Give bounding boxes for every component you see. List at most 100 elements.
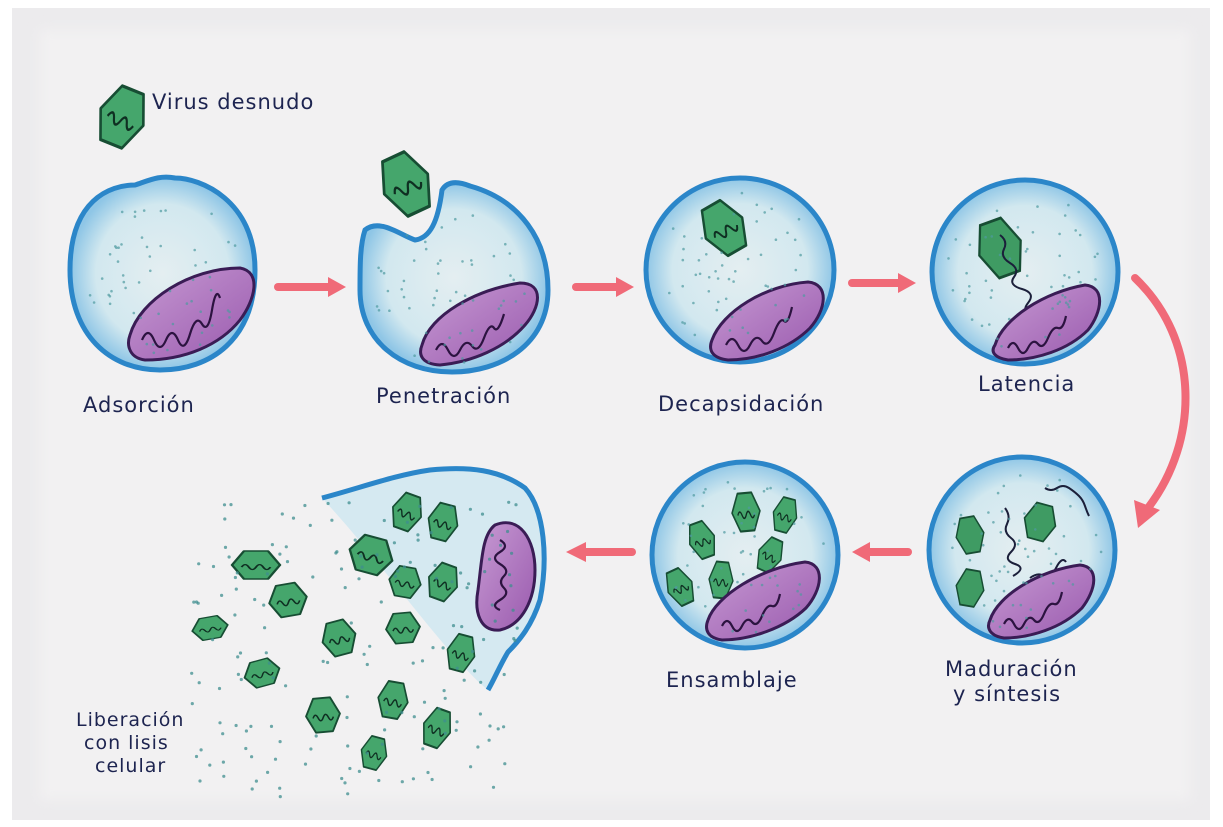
speckle xyxy=(1069,505,1072,508)
speckle xyxy=(766,550,769,553)
speckle xyxy=(1089,568,1092,571)
speckle xyxy=(363,653,366,656)
speckle xyxy=(330,519,333,522)
speckle xyxy=(704,488,707,491)
speckle xyxy=(1052,582,1055,585)
speckle xyxy=(235,588,238,591)
speckle xyxy=(157,313,160,316)
speckle xyxy=(348,767,351,770)
speckle xyxy=(463,361,466,364)
speckle xyxy=(498,307,501,310)
speckle xyxy=(435,577,438,580)
speckle xyxy=(1063,535,1066,538)
stage-label-adsorcion: Adsorción xyxy=(83,393,195,417)
speckle xyxy=(995,580,998,583)
speckle xyxy=(292,517,295,520)
speckle xyxy=(982,544,985,547)
speckle xyxy=(123,281,126,284)
speckle xyxy=(120,243,123,246)
speckle xyxy=(218,687,221,690)
speckle xyxy=(770,565,773,568)
speckle xyxy=(326,661,329,664)
speckle xyxy=(1046,484,1049,487)
speckle xyxy=(996,210,999,213)
speckle xyxy=(413,259,416,262)
speckle xyxy=(387,290,390,293)
speckle xyxy=(502,300,505,303)
speckle xyxy=(740,522,743,525)
speckle xyxy=(803,294,806,297)
speckle xyxy=(985,280,988,283)
speckle xyxy=(403,280,406,283)
speckle xyxy=(750,584,753,587)
speckle xyxy=(354,539,357,542)
speckle xyxy=(728,278,731,281)
speckle xyxy=(714,270,717,273)
speckle xyxy=(998,570,1001,573)
speckle xyxy=(725,298,728,301)
speckle xyxy=(732,280,735,283)
speckle xyxy=(146,343,149,346)
speckle xyxy=(223,503,226,506)
speckle xyxy=(472,214,475,217)
speckle xyxy=(990,575,993,578)
speckle xyxy=(376,305,379,308)
speckle xyxy=(304,763,307,766)
speckle xyxy=(1059,301,1062,304)
speckle xyxy=(502,725,505,728)
speckle xyxy=(443,344,446,347)
speckle xyxy=(466,586,469,589)
speckle xyxy=(953,523,956,526)
speckle xyxy=(672,227,675,230)
speckle xyxy=(717,277,720,280)
released-virus xyxy=(232,551,280,579)
speckle xyxy=(454,218,457,221)
speckle xyxy=(509,274,512,277)
speckle xyxy=(406,521,409,524)
speckle xyxy=(152,343,155,346)
speckle xyxy=(1079,234,1082,237)
speckle xyxy=(434,564,437,567)
speckle xyxy=(793,522,796,525)
speckle xyxy=(720,567,723,570)
speckle xyxy=(346,695,349,698)
speckle xyxy=(469,765,472,768)
speckle xyxy=(1000,345,1003,348)
speckle xyxy=(431,778,434,781)
speckle xyxy=(472,299,475,302)
speckle xyxy=(1018,539,1021,542)
speckle xyxy=(229,503,232,506)
speckle xyxy=(951,547,954,550)
speckle xyxy=(471,650,474,653)
speckle xyxy=(211,638,214,641)
speckle xyxy=(393,541,396,544)
speckle xyxy=(510,552,513,555)
speckle xyxy=(965,272,968,275)
speckle xyxy=(93,301,96,304)
speckle xyxy=(285,545,288,548)
speckle xyxy=(682,248,685,251)
speckle xyxy=(717,301,720,304)
speckle xyxy=(1058,255,1061,258)
speckle xyxy=(1019,474,1022,477)
speckle xyxy=(450,580,453,583)
speckle xyxy=(361,566,364,569)
speckle xyxy=(271,543,274,546)
speckle xyxy=(385,711,388,714)
speckle xyxy=(448,336,451,339)
speckle xyxy=(233,613,236,616)
speckle xyxy=(693,494,696,497)
speckle xyxy=(236,571,239,574)
speckle xyxy=(208,764,211,767)
speckle xyxy=(991,289,994,292)
speckle xyxy=(720,252,723,255)
speckle xyxy=(760,254,763,257)
speckle xyxy=(702,505,705,508)
speckle xyxy=(996,338,999,341)
speckle xyxy=(1036,205,1039,208)
speckle xyxy=(800,593,803,596)
speckle xyxy=(1062,285,1065,288)
speckle xyxy=(513,639,516,642)
speckle xyxy=(417,539,420,542)
speckle xyxy=(1067,204,1070,207)
